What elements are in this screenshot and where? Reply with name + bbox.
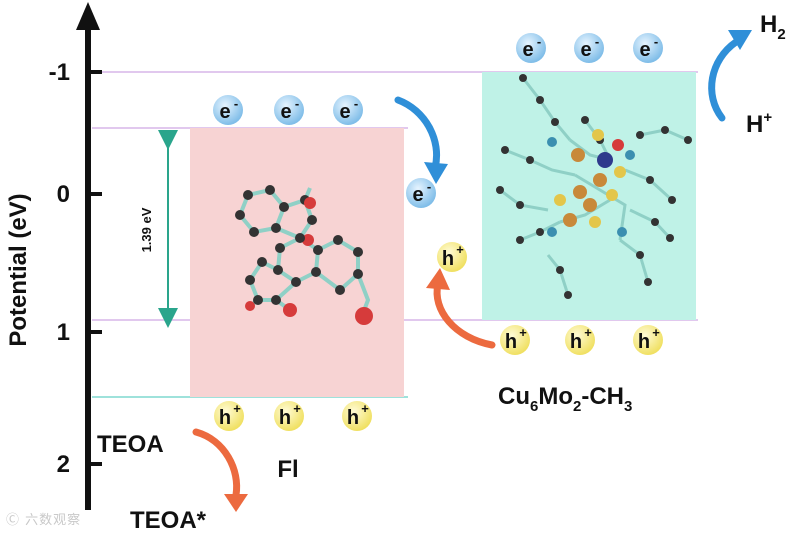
teoa-label: TEOA: [97, 431, 164, 458]
svg-text:-: -: [354, 96, 358, 111]
hole-transfer-arrowhead: [426, 268, 450, 290]
hole-transfer-arrow: [433, 280, 496, 349]
svg-text:e: e: [639, 39, 650, 61]
svg-text:+: +: [456, 242, 464, 257]
electron-bubble: e -: [406, 178, 436, 208]
electron-bubble: e -: [333, 95, 363, 125]
svg-text:-: -: [537, 34, 541, 49]
svg-text:h: h: [570, 331, 582, 353]
hole-bubble: h +: [214, 401, 244, 431]
svg-text:+: +: [519, 325, 527, 340]
electron-transfer-arrow: [394, 96, 440, 172]
gap-label: 1.39 eV: [139, 207, 154, 252]
electron-bubble: e -: [633, 33, 663, 63]
hole-bubble: h +: [565, 325, 595, 355]
electron-bubble: e -: [516, 33, 546, 63]
electron-bubble: e -: [574, 33, 604, 63]
hole-bubble: h +: [274, 401, 304, 431]
fl-molecule-atoms: [235, 185, 373, 325]
cu-cluster-label: Cu6Mo2-CH3: [498, 383, 632, 415]
electron-transfer-arrowhead: [424, 162, 448, 184]
watermark: Ⓒ 六数观察: [6, 513, 82, 528]
svg-text:+: +: [233, 401, 241, 416]
svg-text:e: e: [219, 101, 230, 123]
teoa-oxidation-arrowhead: [224, 494, 248, 512]
svg-text:e: e: [412, 184, 423, 206]
fl-band-box: [190, 128, 404, 397]
svg-text:-: -: [595, 34, 599, 49]
teoa-oxidation-arrow: [192, 428, 241, 499]
svg-text:h: h: [279, 407, 291, 429]
svg-text:+: +: [652, 325, 660, 340]
svg-text:+: +: [584, 325, 592, 340]
svg-text:e: e: [339, 101, 350, 123]
svg-text:-: -: [234, 96, 238, 111]
svg-text:h: h: [442, 248, 454, 270]
svg-text:-: -: [427, 179, 431, 194]
y-axis-arrowhead: [76, 2, 100, 30]
y-tick-label: 0: [57, 181, 70, 208]
y-axis-title: Potential (eV): [5, 193, 32, 346]
svg-text:e: e: [580, 39, 591, 61]
svg-text:+: +: [361, 401, 369, 416]
electron-bubble: e -: [274, 95, 304, 125]
hole-bubble: h +: [342, 401, 372, 431]
teoa-star-label: TEOA*: [130, 507, 207, 534]
fl-label: Fl: [277, 456, 298, 483]
h2-evolution-arrow: [708, 38, 740, 122]
svg-text:-: -: [654, 34, 658, 49]
cu-cluster-atoms: [496, 74, 692, 299]
electron-bubble: e -: [213, 95, 243, 125]
svg-text:e: e: [280, 101, 291, 123]
svg-text:h: h: [347, 407, 359, 429]
h2-label: H2: [760, 11, 786, 43]
cu-band-box: [482, 72, 696, 320]
y-tick-label: 2: [57, 451, 70, 478]
svg-text:+: +: [293, 401, 301, 416]
svg-text:h: h: [638, 331, 650, 353]
hole-bubble: h +: [437, 242, 467, 272]
y-tick-label: -1: [49, 59, 70, 86]
hole-bubble: h +: [633, 325, 663, 355]
svg-text:h: h: [219, 407, 231, 429]
svg-text:e: e: [522, 39, 533, 61]
hplus-label: H+: [746, 109, 772, 138]
hole-bubble: h +: [500, 325, 530, 355]
h2-evolution-arrowhead: [728, 30, 752, 50]
y-tick-label: 1: [57, 319, 70, 346]
svg-text:h: h: [505, 331, 517, 353]
svg-text:-: -: [295, 96, 299, 111]
